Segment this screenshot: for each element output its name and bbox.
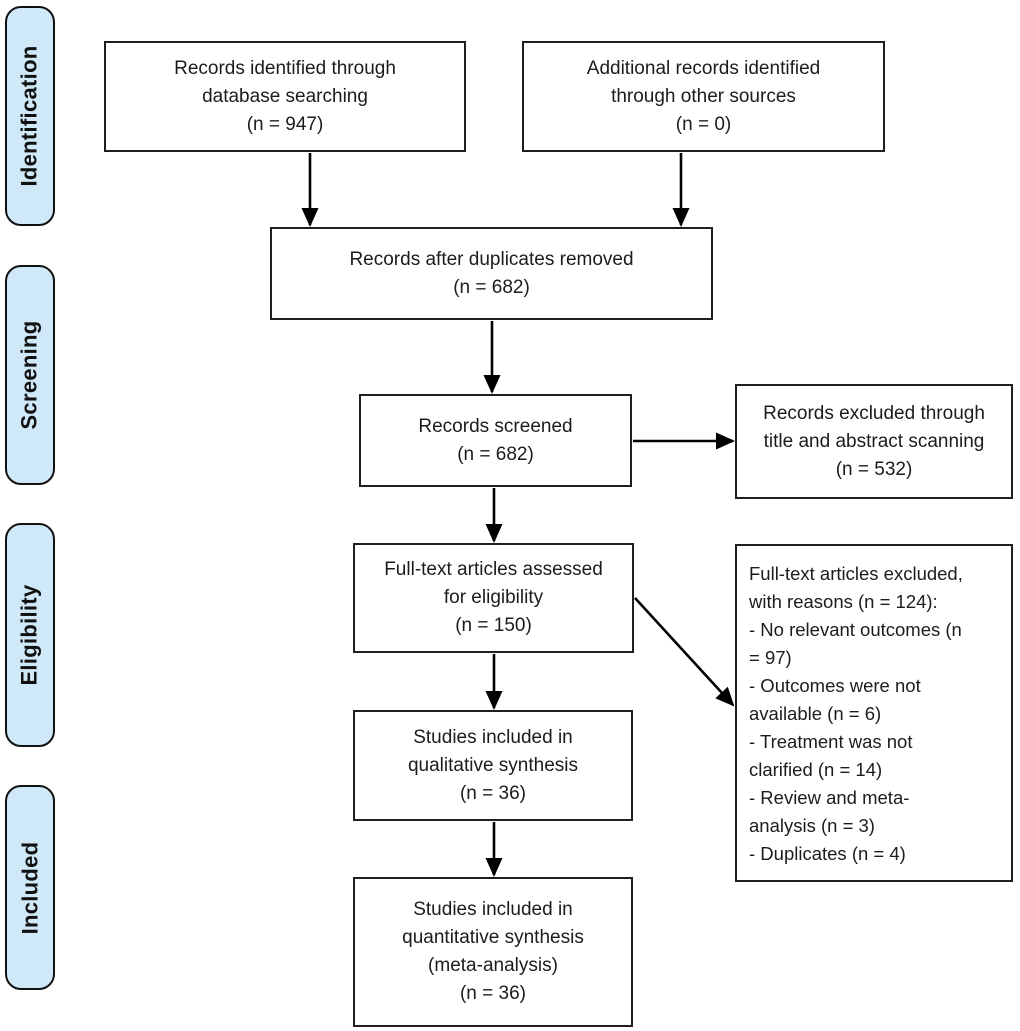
stage-label-text: Included xyxy=(17,841,43,934)
stage-label-text: Screening xyxy=(17,320,43,430)
stage-label-eligibility: Eligibility xyxy=(5,523,55,747)
flow-box-additional-records-other-sources: Additional records identified through ot… xyxy=(522,41,885,152)
arrow-fulltext-to-excluded xyxy=(634,597,735,707)
flow-box-records-excluded-screening: Records excluded through title and abstr… xyxy=(735,384,1013,499)
flow-box-quantitative-synthesis: Studies included in quantitative synthes… xyxy=(353,877,633,1027)
flow-box-fulltext-assessed: Full-text articles assessed for eligibil… xyxy=(353,543,634,653)
flow-box-records-after-duplicates: Records after duplicates removed (n = 68… xyxy=(270,227,713,320)
stage-label-identification: Identification xyxy=(5,6,55,226)
stage-label-text: Eligibility xyxy=(17,584,42,686)
stage-label-included: Included xyxy=(5,785,55,990)
flow-box-records-screened: Records screened (n = 682) xyxy=(359,394,632,487)
flow-box-qualitative-synthesis: Studies included in qualitative synthesi… xyxy=(353,710,633,821)
stage-label-text: Identification xyxy=(17,45,42,187)
stage-label-screening: Screening xyxy=(5,265,55,485)
flow-box-records-identified-database: Records identified through database sear… xyxy=(104,41,466,152)
flow-box-fulltext-excluded-reasons: Full-text articles excluded, with reason… xyxy=(735,544,1013,882)
